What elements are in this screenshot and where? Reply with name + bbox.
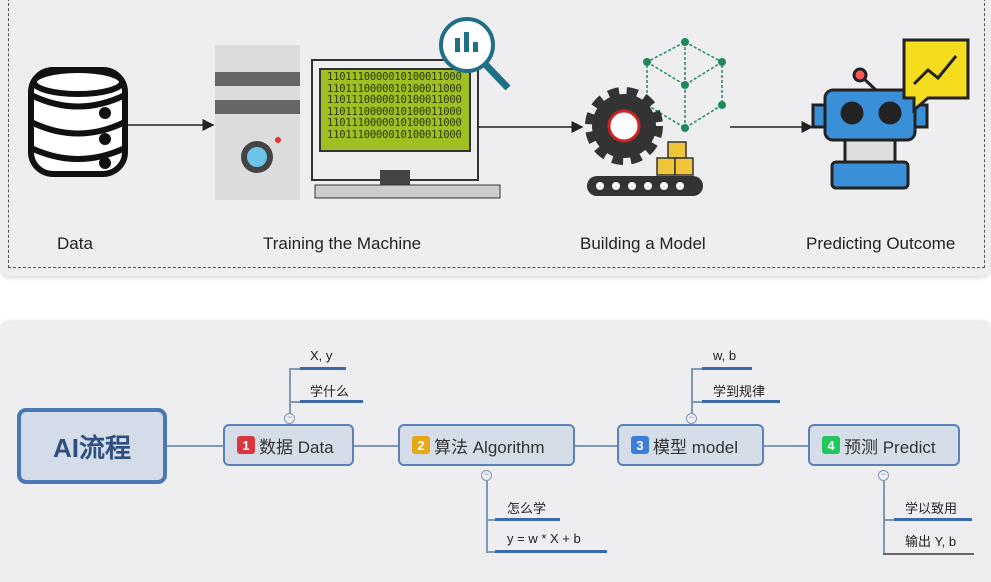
boxes-icon bbox=[656, 141, 694, 176]
badge-3: 3 bbox=[631, 436, 649, 454]
computer-tower-icon bbox=[215, 45, 300, 200]
collapse-toggle[interactable]: − bbox=[878, 470, 889, 481]
branch-line bbox=[289, 401, 301, 403]
branch-line bbox=[486, 519, 496, 521]
underline bbox=[495, 550, 607, 553]
badge-1: 1 bbox=[237, 436, 255, 454]
conveyor-icon bbox=[587, 176, 703, 196]
underline bbox=[300, 367, 346, 370]
branch-line bbox=[691, 368, 703, 370]
connector bbox=[167, 445, 223, 447]
branch-line bbox=[486, 481, 488, 552]
chart-bubble-icon bbox=[902, 38, 970, 114]
underline bbox=[702, 400, 780, 403]
branch-line bbox=[486, 551, 496, 553]
connector bbox=[354, 445, 398, 447]
underline bbox=[300, 400, 363, 403]
child-label: 学以致用 bbox=[905, 501, 958, 516]
node-label: 预测 Predict bbox=[844, 437, 936, 457]
dashed-frame bbox=[8, 0, 985, 268]
branch-line bbox=[883, 519, 895, 521]
child-label: w, b bbox=[713, 348, 737, 363]
collapse-toggle[interactable]: − bbox=[284, 413, 295, 424]
branch-line bbox=[691, 401, 703, 403]
child-label: X, y bbox=[310, 348, 333, 363]
magnifier-chart-icon bbox=[439, 17, 511, 91]
badge-2: 2 bbox=[412, 436, 430, 454]
connector bbox=[575, 445, 617, 447]
child-label: 怎么学 bbox=[507, 501, 547, 516]
gear-icon bbox=[585, 87, 663, 165]
underline bbox=[495, 518, 560, 521]
child-label: 输出 Y, b bbox=[905, 534, 957, 549]
branch-line bbox=[691, 368, 693, 414]
root-node[interactable]: AI流程 bbox=[17, 408, 167, 484]
underline bbox=[883, 553, 974, 555]
child-label: 学什么 bbox=[310, 384, 350, 399]
stage-label-training: Training the Machine bbox=[263, 234, 422, 253]
monitor-icon bbox=[311, 59, 501, 199]
child-label: y = w * X + b bbox=[507, 531, 581, 546]
collapse-toggle[interactable]: − bbox=[686, 413, 697, 424]
stage-label-predict: Predicting Outcome bbox=[806, 234, 956, 253]
stage-label-data: Data bbox=[57, 234, 93, 253]
pipeline-illustration bbox=[28, 17, 970, 200]
node-label: 算法 Algorithm bbox=[434, 437, 545, 457]
collapse-toggle[interactable]: − bbox=[481, 470, 492, 481]
connector bbox=[764, 445, 808, 447]
node-label: 数据 Data bbox=[259, 437, 334, 457]
underline bbox=[702, 367, 752, 370]
branch-line bbox=[289, 368, 291, 414]
child-label: 学到规律 bbox=[713, 384, 766, 399]
database-icon bbox=[28, 67, 128, 177]
robot-icon bbox=[811, 67, 929, 190]
stage-label-model: Building a Model bbox=[580, 234, 706, 253]
branch-line bbox=[883, 481, 885, 554]
underline bbox=[894, 518, 972, 521]
node-label: 模型 model bbox=[653, 437, 739, 457]
badge-4: 4 bbox=[822, 436, 840, 454]
branch-line bbox=[289, 368, 301, 370]
